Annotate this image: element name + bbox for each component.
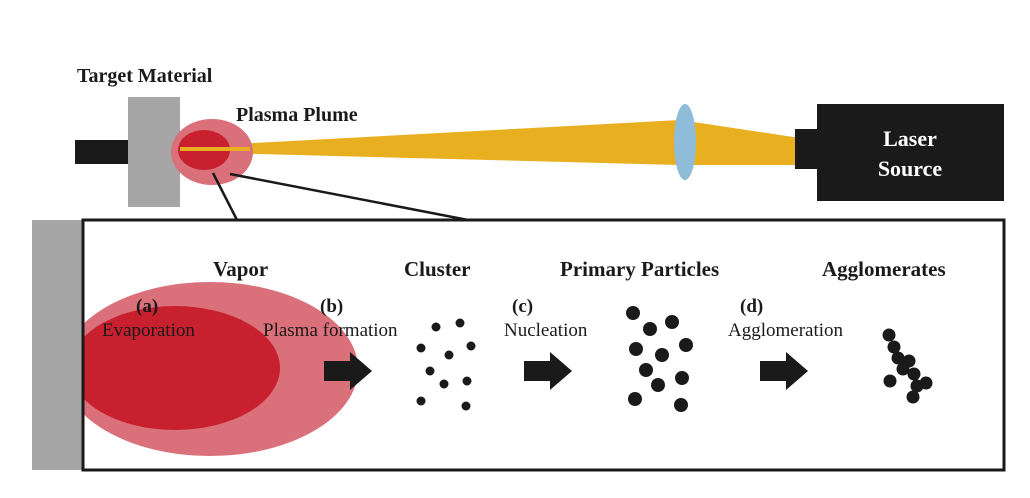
cluster-dot: [425, 366, 435, 376]
agglomerate-particle: [910, 379, 924, 393]
zoom-callout-line: [229, 172, 469, 222]
primary-particle: [651, 378, 665, 392]
agglomerate-particle: [906, 390, 920, 404]
primary-particle: [679, 338, 693, 352]
primary-particle: [643, 322, 657, 336]
step-b-tag: (b): [320, 296, 343, 317]
step-d-tag: (d): [740, 296, 763, 317]
agglomerate-particle: [907, 367, 921, 381]
laser-source-label-line2: Source: [878, 156, 943, 181]
plasma-plume-label: Plasma Plume: [236, 104, 358, 126]
cluster-dot: [455, 318, 465, 328]
primary-particles: [626, 306, 693, 412]
primary-particle: [628, 392, 642, 406]
target-holder-rod: [75, 140, 130, 164]
primary-particle: [629, 342, 643, 356]
primary-particle: [655, 348, 669, 362]
target-wall-zoom: [32, 220, 84, 470]
arrow-right-icon: [524, 352, 572, 390]
agglomerate-cluster: [882, 328, 933, 404]
primary-particle: [639, 363, 653, 377]
agglomerate-particle: [891, 351, 905, 365]
focusing-lens: [674, 104, 696, 180]
step-d-label: Agglomeration: [728, 320, 844, 341]
arrow-right-icon: [760, 352, 808, 390]
agglomerate-particle: [882, 328, 896, 342]
cluster-dot: [466, 341, 476, 351]
cluster-dot: [462, 376, 472, 386]
step-c-tag: (c): [512, 296, 533, 317]
agglomerate-particle: [896, 362, 910, 376]
step-c-label: Nucleation: [504, 320, 588, 341]
cluster-dots: [416, 318, 476, 411]
primary-particle: [626, 306, 640, 320]
agglomerate-particle: [883, 374, 897, 388]
stage-primary-particles-label: Primary Particles: [560, 257, 719, 281]
step-a-label: Evaporation: [102, 320, 195, 341]
zoom-callout-line: [211, 172, 239, 221]
stage-cluster-label: Cluster: [404, 257, 471, 281]
agglomerate-particle: [887, 340, 901, 354]
cluster-dot: [461, 401, 471, 411]
laser-source-label-line1: Laser: [883, 126, 937, 151]
zoom-panel-frame: [81, 218, 1006, 472]
laser-source-nozzle: [795, 129, 819, 169]
primary-particle: [675, 371, 689, 385]
target-material-label: Target Material: [77, 65, 213, 87]
step-b-label: Plasma formation: [263, 320, 398, 341]
primary-particle: [665, 315, 679, 329]
cluster-dot: [431, 322, 441, 332]
laser-beam: [180, 120, 800, 165]
cluster-dot: [439, 379, 449, 389]
cluster-dot: [416, 343, 426, 353]
cluster-dot: [444, 350, 454, 360]
stage-agglomerates-label: Agglomerates: [822, 257, 946, 281]
cluster-dot: [416, 396, 426, 406]
laser-beam-tip: [180, 147, 250, 151]
step-a-tag: (a): [136, 296, 158, 317]
arrow-right-icon: [324, 352, 372, 390]
vapor-inner: [84, 306, 280, 430]
stage-vapor-label: Vapor: [213, 257, 268, 281]
laser-source-box: [817, 104, 1004, 201]
primary-particle: [674, 398, 688, 412]
